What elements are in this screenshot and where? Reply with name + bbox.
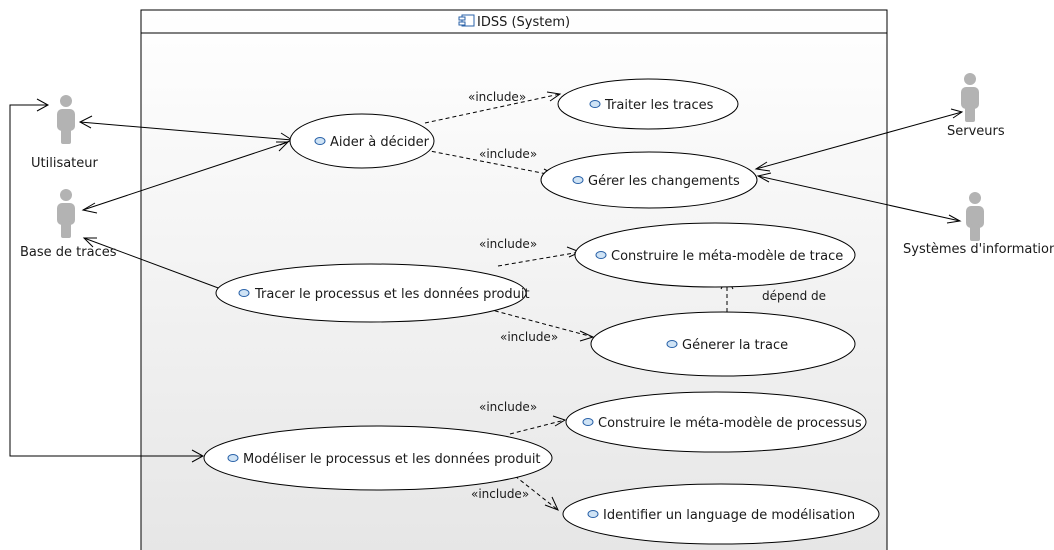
- actor-utilisateur[interactable]: Utilisateur: [31, 95, 99, 171]
- use-case-traiter[interactable]: Traiter les traces: [557, 78, 739, 130]
- associations: [9, 98, 964, 463]
- use-case-construire-processus[interactable]: Construire le méta-modèle de processus: [565, 391, 867, 453]
- use-case-label: Génerer la trace: [682, 338, 788, 353]
- use-case-generer[interactable]: Génerer la trace: [590, 311, 856, 377]
- system-title: IDSS (System): [477, 15, 570, 30]
- actor-label: Utilisateur: [31, 156, 99, 171]
- use-case-icon: [587, 510, 599, 518]
- include-label: «include»: [471, 487, 529, 501]
- component-icon: [458, 14, 475, 27]
- actor-icon: [57, 95, 75, 144]
- use-case-icon: [582, 418, 594, 426]
- use-case-icon: [238, 289, 250, 297]
- use-case-label: Tracer le processus et les données produ…: [254, 287, 530, 302]
- actor-icon: [966, 192, 984, 241]
- use-case-modeliser[interactable]: Modéliser le processus et les données pr…: [203, 425, 553, 491]
- use-case-label: Construire le méta-modèle de trace: [611, 249, 843, 264]
- include-label: «include»: [500, 330, 558, 344]
- use-case-aider[interactable]: Aider à décider: [289, 113, 435, 169]
- use-case-icon: [666, 340, 678, 348]
- include-label: «include»: [479, 237, 537, 251]
- depend-label: dépend de: [762, 289, 826, 303]
- actor-label: Systèmes d'information: [903, 242, 1054, 257]
- use-case-label: Traiter les traces: [604, 98, 714, 113]
- actor-icon: [961, 73, 979, 122]
- use-case-label: Gérer les changements: [588, 174, 740, 189]
- use-case-icon: [314, 137, 326, 145]
- include-label: «include»: [468, 90, 526, 104]
- use-case-label: Modéliser le processus et les données pr…: [243, 452, 541, 467]
- include-label: «include»: [479, 147, 537, 161]
- actor-base-traces[interactable]: Base de traces: [20, 189, 117, 260]
- use-case-label: Construire le méta-modèle de processus: [598, 416, 862, 431]
- use-case-icon: [227, 454, 239, 462]
- use-case-icon: [572, 176, 584, 184]
- use-case-label: Aider à décider: [330, 135, 430, 150]
- use-case-identifier[interactable]: Identifier un language de modélisation: [562, 483, 880, 545]
- include-label: «include»: [479, 400, 537, 414]
- actor-systemes-information[interactable]: Systèmes d'information: [903, 192, 1054, 257]
- actor-icon: [57, 189, 75, 238]
- actor-label: Base de traces: [20, 245, 117, 260]
- include-dependencies: [424, 91, 734, 511]
- use-case-icon: [595, 251, 607, 259]
- use-case-icon: [589, 100, 601, 108]
- use-case-construire-trace[interactable]: Construire le méta-modèle de trace: [574, 222, 856, 288]
- use-case-gerer[interactable]: Gérer les changements: [540, 151, 758, 209]
- actor-serveurs[interactable]: Serveurs: [947, 73, 1005, 139]
- use-case-tracer[interactable]: Tracer le processus et les données produ…: [215, 263, 530, 323]
- actor-label: Serveurs: [947, 124, 1005, 139]
- use-case-label: Identifier un language de modélisation: [603, 508, 855, 523]
